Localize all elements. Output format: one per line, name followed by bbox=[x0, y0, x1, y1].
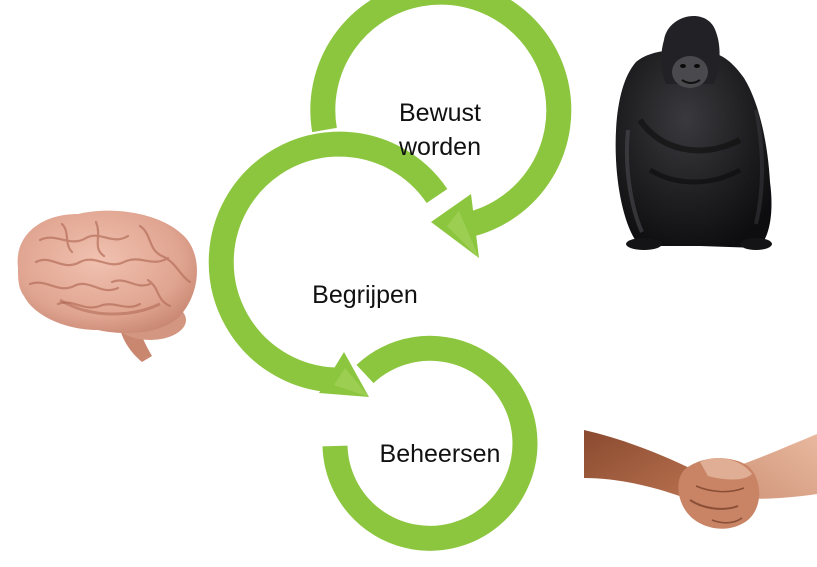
cycle-arrow-bottom bbox=[322, 335, 538, 551]
handshake-photo bbox=[584, 430, 817, 529]
gorilla-photo bbox=[615, 16, 772, 250]
cycle-arrow-middle bbox=[208, 131, 448, 397]
step-label-begrijpen: Begrijpen bbox=[312, 281, 418, 309]
brain-illustration bbox=[17, 210, 197, 362]
step-label-bewust-line2: worden bbox=[399, 133, 481, 161]
cycle-arrow-top bbox=[310, 0, 572, 258]
step-label-bewust-worden: Bewust worden bbox=[370, 96, 510, 164]
step-label-beheersen: Beheersen bbox=[379, 440, 501, 468]
step-label-bewust-line1: Bewust bbox=[399, 99, 481, 127]
